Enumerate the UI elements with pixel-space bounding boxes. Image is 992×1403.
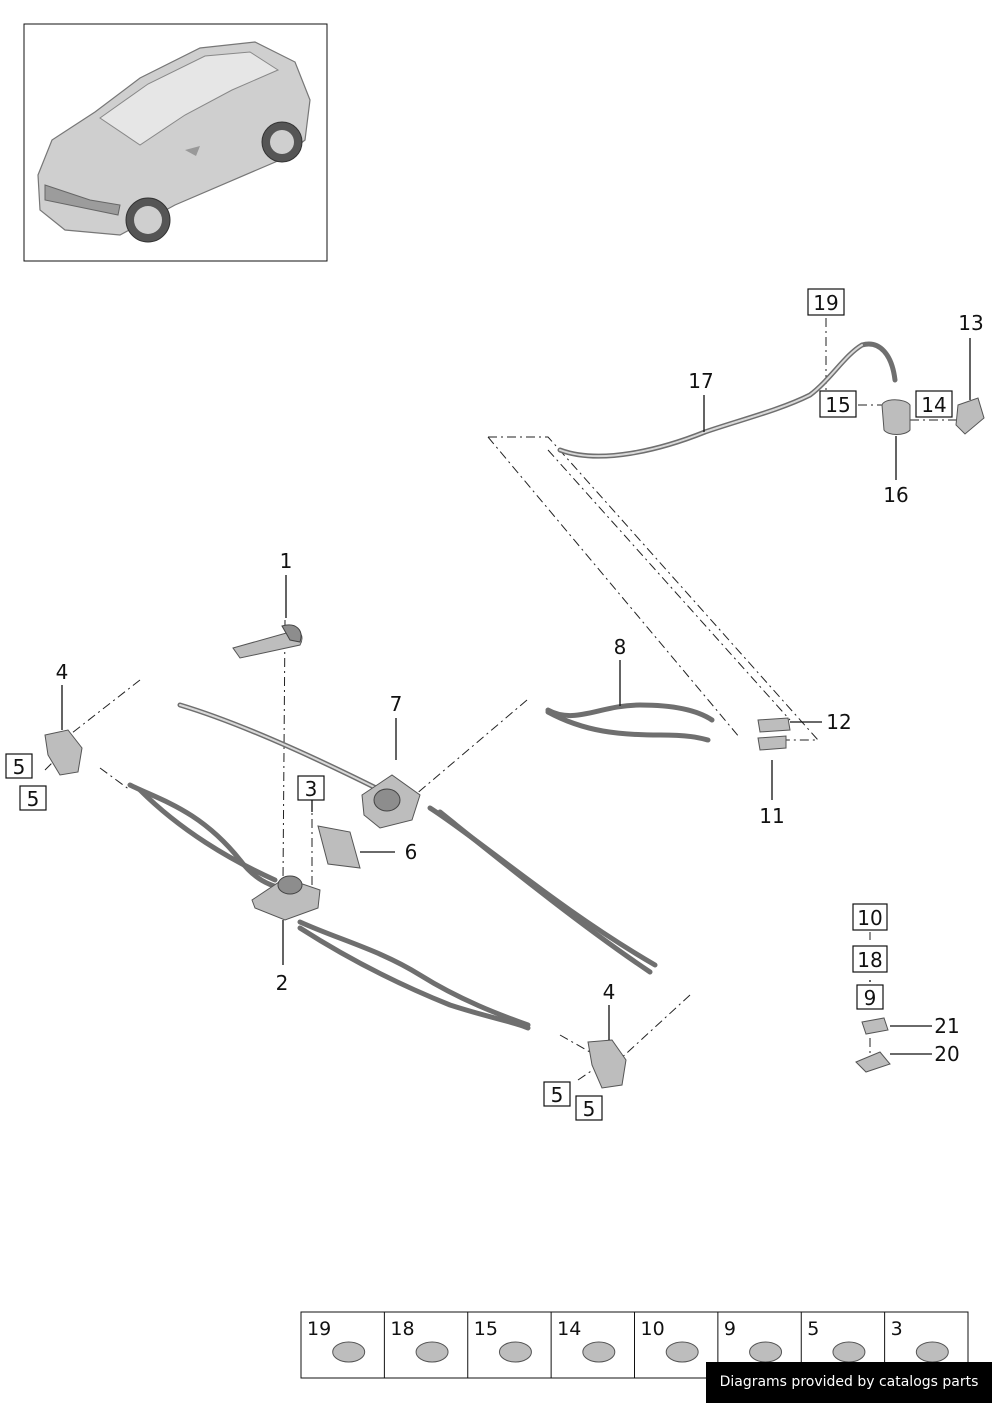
svg-text:5: 5 (551, 1083, 564, 1107)
callout-5-d: 5 (575, 1095, 603, 1121)
legend-part-icon (498, 1341, 532, 1363)
svg-text:14: 14 (921, 393, 946, 417)
callout-17: 17 (688, 369, 713, 393)
callout-15: 15 (819, 390, 857, 418)
callout-20: 20 (934, 1042, 959, 1066)
legend-number: 14 (557, 1318, 581, 1340)
callout-8: 8 (614, 635, 627, 659)
legend-cell: 18 (383, 1312, 449, 1378)
legend-number: 18 (390, 1318, 414, 1340)
callout-14: 14 (915, 390, 953, 418)
legend-strip: 19 18 15 14 10 9 5 3 (300, 1311, 969, 1379)
callout-5-b: 5 (19, 785, 47, 811)
callout-9: 9 (856, 984, 884, 1010)
callout-4-left: 4 (56, 660, 69, 684)
vehicle-thumbnail (23, 23, 328, 262)
callout-5-c: 5 (543, 1081, 571, 1107)
legend-cell: 19 (307, 1318, 366, 1363)
callout-18: 18 (852, 945, 888, 973)
callout-11: 11 (759, 804, 784, 828)
legend-number: 3 (891, 1318, 903, 1340)
svg-text:5: 5 (583, 1097, 596, 1121)
svg-text:15: 15 (825, 393, 850, 417)
svg-text:5: 5 (13, 755, 26, 779)
legend-number: 9 (724, 1318, 736, 1340)
legend-number: 10 (641, 1318, 665, 1340)
legend-number: 15 (474, 1318, 498, 1340)
legend-part-icon (832, 1341, 866, 1363)
svg-text:19: 19 (813, 291, 838, 315)
callouts: 1 2 3 4 4 5 5 5 5 6 7 8 9 10 11 12 13 14… (5, 288, 984, 1121)
callout-6: 6 (405, 840, 418, 864)
callout-13: 13 (958, 311, 983, 335)
svg-text:3: 3 (305, 777, 318, 801)
legend-part-icon (582, 1341, 616, 1363)
legend-part-icon (665, 1341, 699, 1363)
callout-5-a: 5 (5, 753, 33, 779)
legend-number: 19 (307, 1318, 331, 1340)
svg-text:10: 10 (857, 906, 882, 930)
legend-part-icon (915, 1341, 949, 1363)
callout-3: 3 (297, 775, 325, 801)
legend-number: 5 (807, 1318, 819, 1340)
legend-part-icon (749, 1341, 783, 1363)
leader-lines (61, 338, 971, 1055)
legend-cell: 3 (884, 1312, 949, 1378)
callout-1: 1 (280, 549, 293, 573)
legend-cell: 15 (467, 1312, 532, 1378)
callout-4-right: 4 (603, 980, 616, 1004)
svg-text:5: 5 (27, 787, 40, 811)
callout-7: 7 (390, 692, 403, 716)
callout-12: 12 (826, 710, 851, 734)
legend-cell: 14 (550, 1312, 616, 1378)
callout-21: 21 (934, 1014, 959, 1038)
callout-16: 16 (883, 483, 908, 507)
callout-10: 10 (852, 903, 888, 931)
callout-2: 2 (276, 971, 289, 995)
assembly-lines (44, 318, 960, 1081)
callout-19: 19 (807, 288, 845, 316)
svg-text:9: 9 (864, 986, 877, 1010)
credit-banner: Diagrams provided by catalogs parts (706, 1362, 992, 1403)
cables (127, 341, 898, 1031)
legend-cell: 10 (634, 1312, 699, 1378)
svg-text:18: 18 (857, 948, 882, 972)
legend-part-icon (415, 1341, 449, 1363)
parts (44, 397, 985, 1089)
legend-part-icon (332, 1341, 366, 1363)
